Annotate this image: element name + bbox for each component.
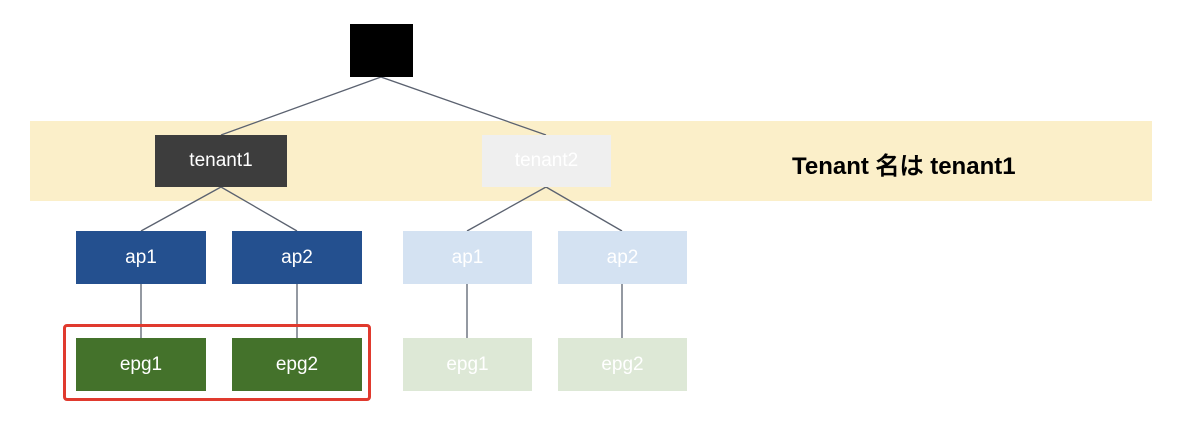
ap-node-label: ap1 [451, 246, 484, 268]
tenant-node-tenant2: tenant2 [482, 135, 611, 187]
epg-selection-highlight [63, 324, 371, 401]
root-node [350, 24, 413, 77]
line-root-tenant2 [380, 76, 547, 136]
line-tenant1-ap1 [140, 186, 222, 232]
epg-node-tenant1-epg1: epg1 [76, 338, 206, 391]
ap-node-label: ap1 [125, 246, 157, 268]
ap-node-tenant1-ap1: ap1 [76, 231, 206, 284]
ap-node-label: ap2 [281, 246, 313, 268]
epg-node-tenant1-epg2: epg2 [232, 338, 362, 391]
ap-node-tenant2-ap1: ap1 [403, 231, 532, 284]
tenant-name-caption: Tenant 名は tenant1 [792, 153, 1016, 180]
epg-node-label: epg1 [119, 353, 163, 375]
line-tenant2-ap1 [466, 186, 547, 232]
epg-node-label: epg2 [275, 353, 319, 375]
ap-node-tenant1-ap2: ap2 [232, 231, 362, 284]
line-tenant1-ap2 [220, 186, 298, 232]
tenant-node-label: tenant2 [514, 150, 579, 171]
ap-node-label: ap2 [606, 246, 639, 268]
tenant-node-label: tenant1 [189, 150, 253, 171]
epg-node-tenant2-epg2: epg2 [558, 338, 687, 391]
tenant-node-tenant1: tenant1 [155, 135, 287, 187]
line-tenant2-ap2 [545, 186, 623, 232]
line-root-tenant1 [220, 76, 382, 136]
epg-node-tenant2-epg1: epg1 [403, 338, 532, 391]
epg-node-label: epg1 [446, 353, 489, 375]
ap-node-tenant2-ap2: ap2 [558, 231, 687, 284]
epg-node-label: epg2 [601, 353, 644, 375]
